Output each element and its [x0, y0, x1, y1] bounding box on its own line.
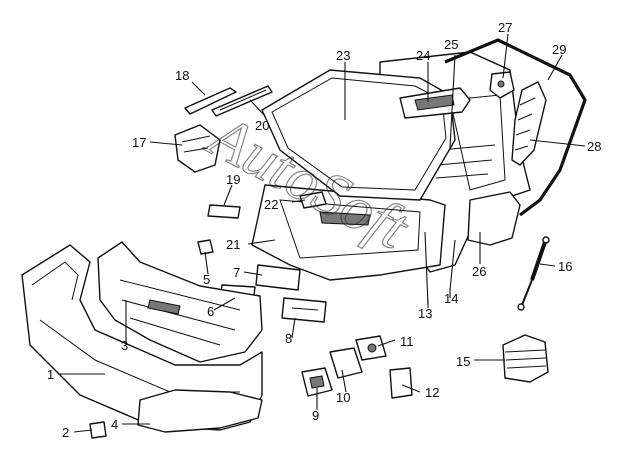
emblem-part-22	[299, 191, 327, 209]
latch-part-9	[301, 367, 333, 397]
callout-25: 25	[444, 37, 458, 52]
callout-18: 18	[175, 68, 189, 83]
badge-part-19	[207, 204, 241, 219]
callout-21: 21	[226, 237, 240, 252]
callout-3: 3	[121, 338, 128, 353]
strut-cover-part-28	[511, 81, 547, 166]
bumper-guard-part-4	[137, 389, 263, 433]
callout-10: 10	[336, 390, 350, 405]
weatherstrip-seal-part-29	[444, 38, 587, 217]
tailgate-inner-panel-part-21	[251, 184, 446, 281]
hinge-bracket-part-27	[489, 71, 515, 99]
callout-24: 24	[416, 48, 430, 63]
callout-14: 14	[444, 291, 458, 306]
callout-11: 11	[400, 334, 414, 349]
leader-lines	[58, 33, 586, 433]
callout-19: 19	[226, 172, 240, 187]
rear-bumper-cover-part-1	[21, 244, 263, 431]
callout-20: 20	[255, 118, 269, 133]
trim-component-part-15	[502, 334, 549, 383]
gas-strut-part-16	[517, 236, 550, 311]
latch-assembly-part-17	[174, 124, 221, 173]
callout-28: 28	[587, 139, 601, 154]
rod-part-13	[424, 231, 429, 306]
callout-17: 17	[132, 135, 146, 150]
callout-9: 9	[312, 408, 319, 423]
plate-holder-part-8	[281, 297, 327, 323]
callout-27: 27	[498, 20, 512, 35]
side-cap-part-26	[467, 191, 521, 246]
clip-part-5	[197, 239, 214, 255]
callout-16: 16	[558, 259, 572, 274]
rod-part-14	[449, 239, 456, 291]
callout-23: 23	[336, 48, 350, 63]
callout-29: 29	[552, 42, 566, 57]
callout-12: 12	[425, 385, 439, 400]
bumper-reinforcement-part-3	[97, 241, 263, 363]
callout-2: 2	[62, 425, 69, 440]
wiper-blade-part-20	[211, 85, 273, 117]
lock-cylinder-part-11	[355, 335, 387, 361]
callout-4: 4	[111, 417, 118, 432]
lock-actuator-part-12	[389, 367, 413, 399]
wiper-arm-part-18	[184, 87, 237, 115]
callout-6: 6	[207, 304, 214, 319]
callout-1: 1	[47, 367, 54, 382]
callout-labels: 1 2 3 4 5 6 7 8 9 10 11 12 13 14 15 16 1…	[47, 20, 601, 440]
callout-26: 26	[472, 264, 486, 279]
callout-22: 22	[264, 197, 278, 212]
callout-8: 8	[285, 331, 292, 346]
license-plate-part-7	[255, 264, 301, 291]
callout-15: 15	[456, 354, 470, 369]
clip-part-2	[89, 421, 107, 439]
latch-part-10	[329, 347, 363, 379]
callout-7: 7	[233, 265, 240, 280]
callout-5: 5	[203, 272, 210, 287]
callout-13: 13	[418, 306, 432, 321]
